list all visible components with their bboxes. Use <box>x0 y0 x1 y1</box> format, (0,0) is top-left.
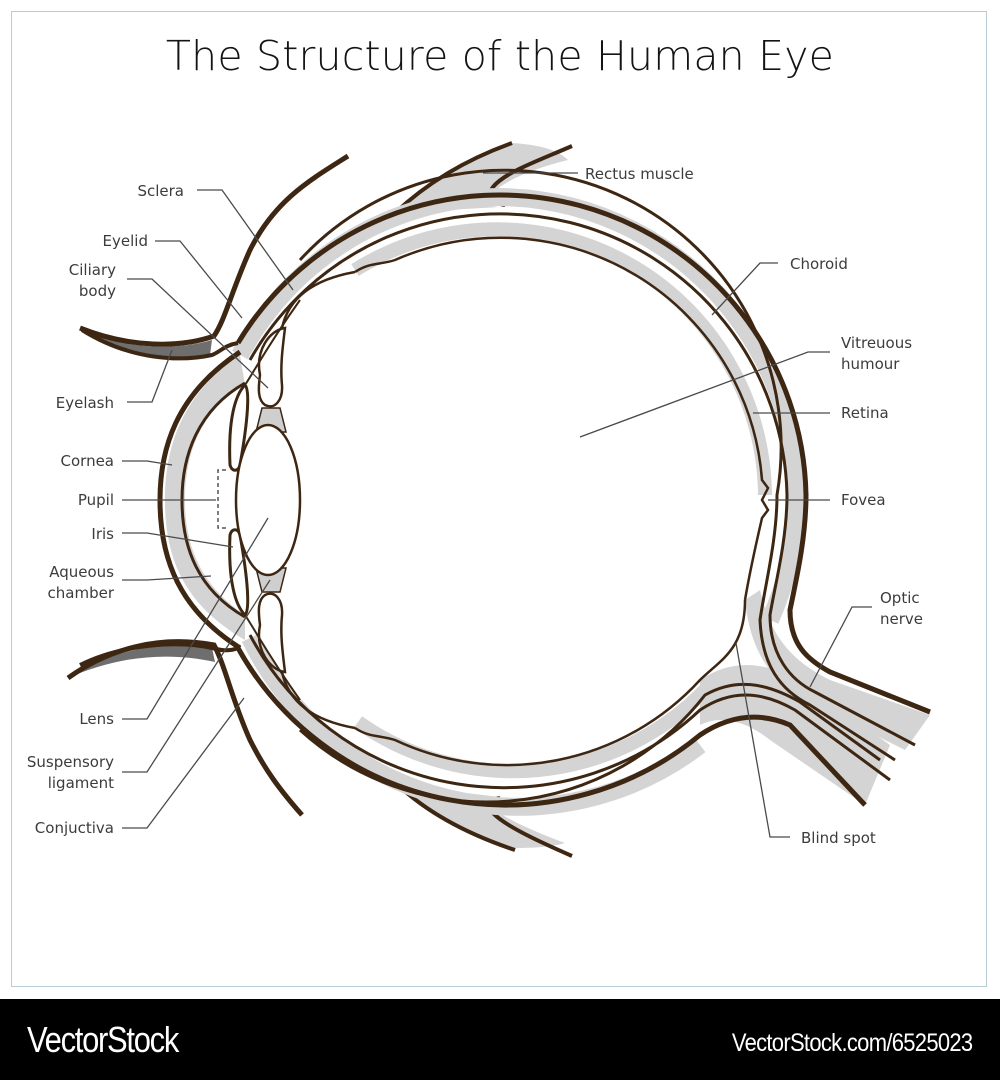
label-rectus-muscle: Rectus muscle <box>585 165 694 183</box>
upper-eyelid <box>79 153 350 361</box>
label-pupil: Pupil <box>78 491 114 509</box>
leader-choroid <box>711 262 778 316</box>
leader-eyelash <box>127 349 173 403</box>
leader-cornea <box>122 460 173 466</box>
lens-shape <box>234 423 302 577</box>
diagram-title: The Structure of the Human Eye <box>165 32 835 80</box>
label-iris: Iris <box>91 525 114 543</box>
lower-eyelid <box>66 639 304 817</box>
leader-lines-left <box>122 189 294 829</box>
iris-ciliary <box>228 270 356 730</box>
leader-suspensory-ligament <box>122 579 271 773</box>
leader-sclera <box>197 189 294 291</box>
pupil-bracket <box>217 469 226 529</box>
leader-iris <box>122 532 234 548</box>
leader-eyelid <box>155 240 243 319</box>
sclera-band <box>232 188 931 816</box>
label-fovea: Fovea <box>841 491 886 509</box>
label-conjuctiva: Conjuctiva <box>35 819 114 837</box>
vectorstock-logo: VectorStock <box>27 1019 179 1060</box>
optic-nerve-shape <box>700 590 930 805</box>
label-retina: Retina <box>841 404 889 422</box>
leader-vitreuous-humour <box>579 351 830 438</box>
watermark-footer: VectorStock VectorStock.com/6525023 <box>0 999 1000 1080</box>
leader-optic-nerve <box>809 606 872 688</box>
label-choroid: Choroid <box>790 255 848 273</box>
vectorstock-url: VectorStock.com/6525023 <box>731 1029 972 1057</box>
label-lens: Lens <box>79 710 114 728</box>
label-eyelash: Eyelash <box>56 394 114 412</box>
label-blind-spot: Blind spot <box>801 829 876 847</box>
leader-blind-spot <box>735 642 790 838</box>
label-sclera: Sclera <box>137 182 184 200</box>
label-eyelid: Eyelid <box>103 232 148 250</box>
leader-conjuctiva <box>122 697 245 829</box>
leader-lens <box>122 517 269 720</box>
leader-aqueous-chamber <box>122 575 212 581</box>
retina-band <box>298 168 896 804</box>
leader-ciliary-body <box>127 278 269 389</box>
leader-lines-right <box>483 172 872 838</box>
label-cornea: Cornea <box>61 452 114 470</box>
